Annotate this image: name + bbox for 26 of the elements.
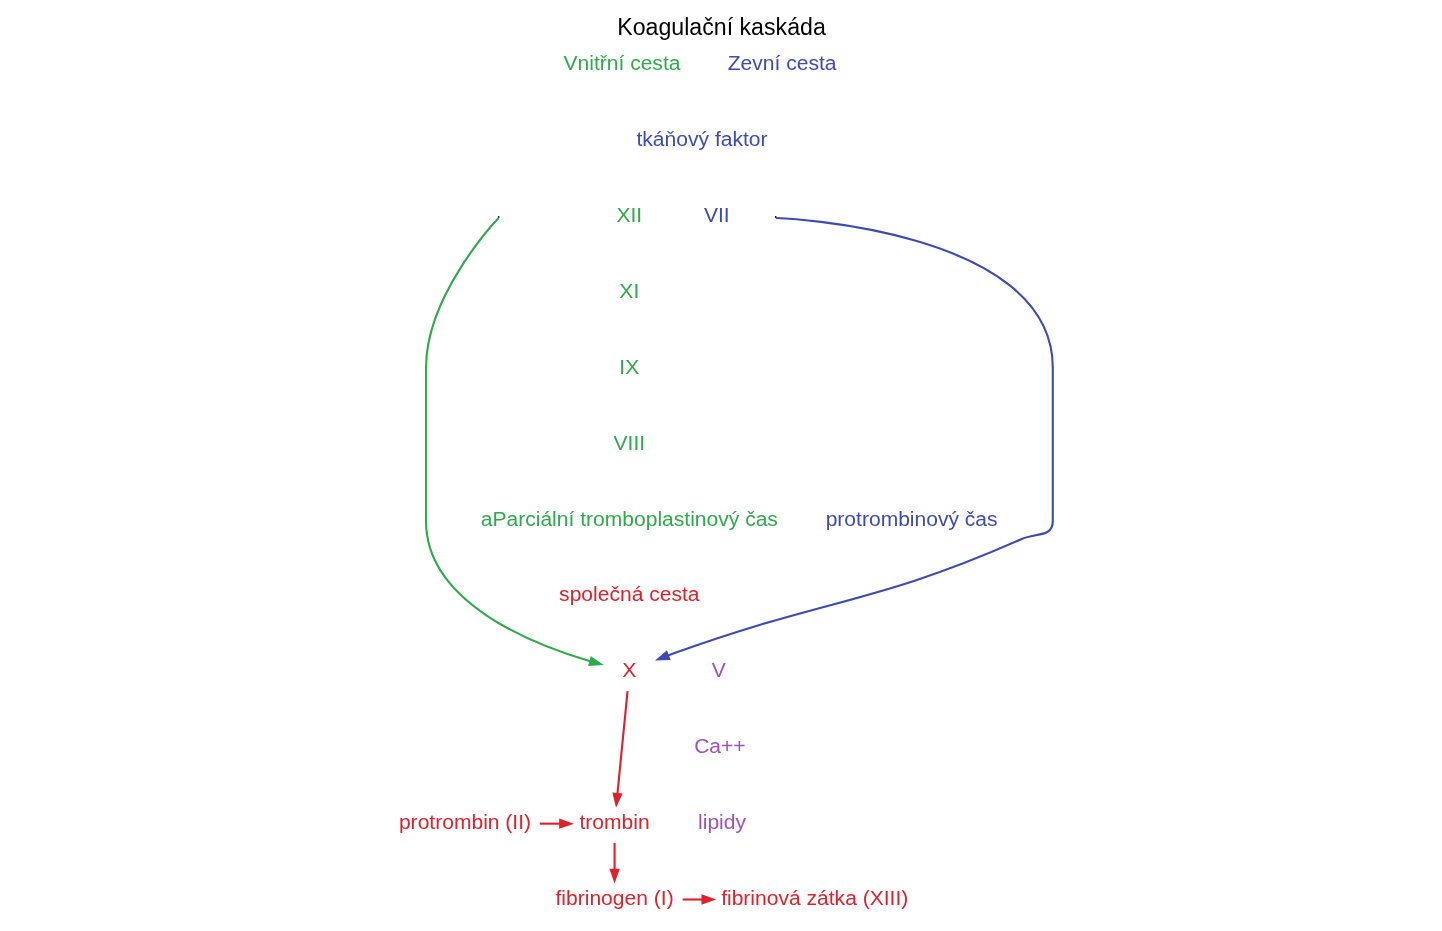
node-text: fibrinogen (I) <box>555 885 674 909</box>
label: VII <box>703 203 730 227</box>
label: aParciální tromboplastinový čas <box>480 506 778 530</box>
label: protrombinový čas <box>825 506 998 530</box>
node-text: protrombin (II) <box>398 809 531 833</box>
label: Vnitřní cesta <box>562 51 680 75</box>
label: VIII <box>613 430 645 454</box>
label: XI <box>618 279 639 303</box>
label: Zevní cesta <box>727 51 836 75</box>
label: Ca++ <box>693 734 746 758</box>
label: XII <box>615 203 642 227</box>
label: V <box>711 658 726 682</box>
arrow <box>608 842 620 884</box>
node-text: fibrinová zátka (XIII) <box>720 885 908 909</box>
arrow <box>682 894 716 905</box>
label: společná cesta <box>558 582 700 606</box>
label: lipidy <box>697 809 746 833</box>
diagram-title: Koagulační kaskáda <box>616 14 826 41</box>
node-text: trombin <box>578 809 650 833</box>
label: IX <box>618 354 639 378</box>
arrow <box>654 216 1054 661</box>
arrow <box>424 217 604 666</box>
label: tkáňový faktor <box>636 127 768 151</box>
node-text: X <box>621 658 636 682</box>
arrow <box>611 690 629 808</box>
arrow <box>539 818 574 829</box>
